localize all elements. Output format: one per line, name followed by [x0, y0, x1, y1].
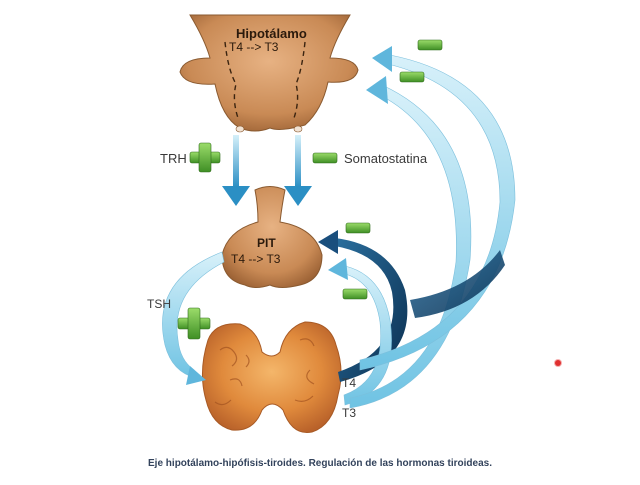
tsh-plus-icon — [177, 307, 211, 340]
tsh-arrow — [162, 251, 225, 385]
pit-minus-icon-top — [345, 222, 371, 234]
t3-label: T3 — [342, 406, 357, 420]
cursor-marker — [555, 360, 561, 366]
pituitary-conversion: T4 --> T3 — [231, 252, 281, 266]
trh-label: TRH — [160, 151, 187, 166]
thyroid-shape — [202, 321, 342, 434]
trh-arrow — [222, 135, 250, 206]
pituitary-shape — [221, 186, 323, 288]
t4-label: T4 — [342, 376, 357, 390]
pit-minus-icon-bottom — [342, 288, 368, 300]
diagram-caption: Eje hipotálamo-hipófisis-tiroides. Regul… — [148, 458, 492, 469]
t4-feedback-hypothalamus-arrow — [359, 46, 516, 371]
hypothalamus-shape — [179, 14, 359, 133]
somatostatin-label: Somatostatina — [344, 151, 428, 166]
hypothalamus-minus-icon-bottom — [399, 71, 425, 83]
pituitary-title: PIT — [257, 236, 276, 250]
trh-plus-icon — [189, 142, 221, 173]
hypothalamus-minus-icon-top — [417, 39, 443, 51]
tsh-label: TSH — [147, 297, 171, 311]
somatostatin-minus-icon — [312, 152, 338, 164]
hypothalamus-title: Hipotálamo — [236, 26, 307, 41]
hypothalamus-conversion: T4 --> T3 — [229, 40, 279, 54]
somatostatin-arrow — [284, 135, 312, 206]
